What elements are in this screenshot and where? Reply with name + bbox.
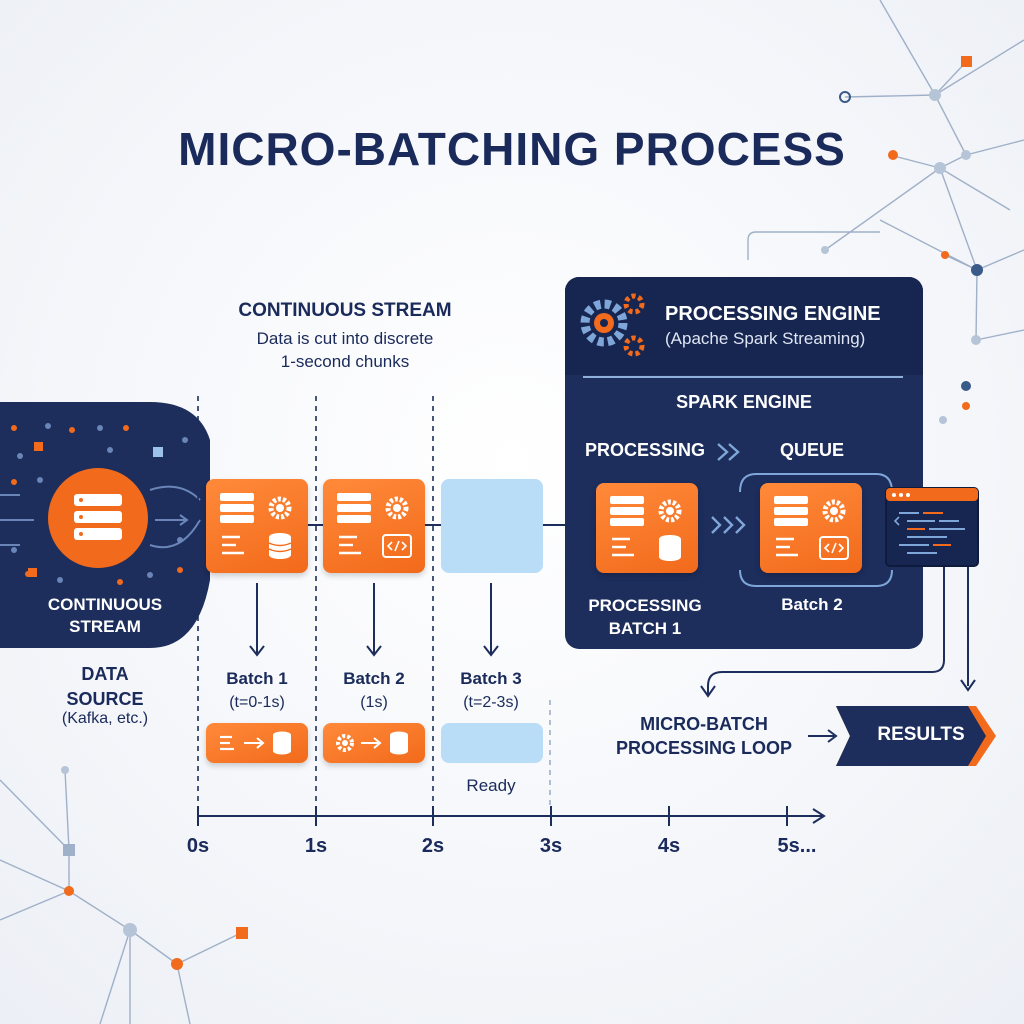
results-label: RESULTS bbox=[877, 724, 965, 745]
spark-engine-label: SPARK ENGINE bbox=[676, 392, 812, 412]
batch-down-arrows bbox=[249, 583, 499, 657]
processing-batch-label-line2: BATCH 1 bbox=[608, 619, 682, 638]
data-source-title-line2: SOURCE bbox=[66, 689, 144, 709]
queue-label: QUEUE bbox=[779, 440, 844, 460]
server-gear-code-icon bbox=[337, 493, 412, 558]
batch-1-tile bbox=[206, 479, 308, 573]
engine-subtitle: (Apache Spark Streaming) bbox=[665, 329, 866, 348]
micro-batch-loop-label: MICRO-BATCH PROCESSING LOOP bbox=[596, 712, 812, 760]
server-icon bbox=[74, 494, 122, 540]
batch-3-label: Batch 3 (t=2-3s) bbox=[436, 667, 546, 715]
data-source-title-line1: DATA bbox=[81, 664, 129, 684]
stream-particles bbox=[11, 423, 188, 585]
source-stream-label-line2: STREAM bbox=[69, 617, 141, 636]
batch-1-label: Batch 1 (t=0-1s) bbox=[202, 667, 312, 715]
tick-label-4: 4s bbox=[657, 835, 681, 857]
triple-chevron-icon bbox=[711, 516, 746, 534]
gear-to-db-icon bbox=[336, 731, 408, 755]
source-stream-label-line1: CONTINUOUS bbox=[47, 595, 163, 614]
processing-batch-label: PROCESSING BATCH 1 bbox=[570, 594, 720, 640]
batch-3-range: (t=2-3s) bbox=[463, 694, 519, 711]
engine-title: PROCESSING ENGINE bbox=[665, 303, 881, 325]
tick-label-2: 2s bbox=[421, 835, 445, 857]
server-gear-code-icon bbox=[774, 496, 849, 560]
stream-flow-lines bbox=[0, 485, 201, 549]
queued-batch-2-tile bbox=[760, 483, 862, 573]
processing-batch-1-tile bbox=[596, 483, 698, 573]
stream-subtitle: Data is cut into discrete 1-second chunk… bbox=[190, 327, 500, 373]
queued-batch-label: Batch 2 bbox=[781, 595, 843, 614]
list-to-db-icon bbox=[220, 731, 291, 755]
data-source-subtitle: (Kafka, etc.) bbox=[61, 710, 149, 727]
processing-batch-label-line1: PROCESSING bbox=[588, 596, 702, 615]
stream-heading: CONTINUOUS STREAM bbox=[238, 300, 452, 321]
time-dividers bbox=[197, 396, 551, 808]
batch-3-process-pill-empty bbox=[441, 723, 543, 763]
tick-label-1: 1s bbox=[304, 835, 328, 857]
double-chevron-icon bbox=[717, 443, 740, 461]
batch-2-range: (1s) bbox=[360, 694, 388, 711]
queue-bracket bbox=[739, 473, 893, 587]
batch-2-tile bbox=[323, 479, 425, 573]
batch-2-label: Batch 2 (1s) bbox=[319, 667, 429, 715]
gears-icon bbox=[580, 293, 645, 357]
server-gear-db-icon bbox=[220, 493, 292, 559]
data-source-title: DATA SOURCE bbox=[0, 662, 210, 712]
source-stream-label: CONTINUOUS STREAM bbox=[10, 594, 200, 638]
stream-subtitle-line1: Data is cut into discrete bbox=[256, 329, 434, 348]
stream-subtitle-line2: 1-second chunks bbox=[280, 352, 410, 371]
ready-label: Ready bbox=[466, 776, 516, 795]
network-nodes-top-right bbox=[821, 56, 983, 424]
micro-batch-loop-line2: PROCESSING LOOP bbox=[615, 738, 793, 758]
diagram-title: MICRO-BATCHING PROCESS bbox=[178, 123, 846, 175]
tick-label-0: 0s bbox=[186, 835, 210, 857]
batch-2-name: Batch 2 bbox=[343, 669, 405, 688]
server-gear-db-icon bbox=[610, 496, 682, 561]
results-arrow-badge bbox=[836, 706, 996, 766]
network-decoration-bottom-left bbox=[0, 769, 242, 1024]
processing-label: PROCESSING bbox=[585, 440, 706, 460]
batch-1-process-pill bbox=[206, 723, 308, 763]
network-decoration-top-right bbox=[747, 0, 1024, 341]
batch-1-range: (t=0-1s) bbox=[229, 694, 285, 711]
batch-3-name: Batch 3 bbox=[460, 669, 522, 688]
engine-divider bbox=[583, 376, 903, 378]
timeline-axis bbox=[197, 806, 826, 826]
tick-label-3: 3s bbox=[539, 835, 563, 857]
batch-3-tile-empty bbox=[441, 479, 543, 573]
loop-arrows bbox=[700, 566, 976, 743]
tick-label-5: 5s... bbox=[777, 835, 817, 857]
batch-2-process-pill bbox=[323, 723, 425, 763]
micro-batch-loop-line1: MICRO-BATCH bbox=[640, 714, 768, 734]
code-window-icon bbox=[885, 487, 979, 567]
network-nodes-bottom-left bbox=[61, 766, 248, 970]
batch-1-name: Batch 1 bbox=[226, 669, 288, 688]
